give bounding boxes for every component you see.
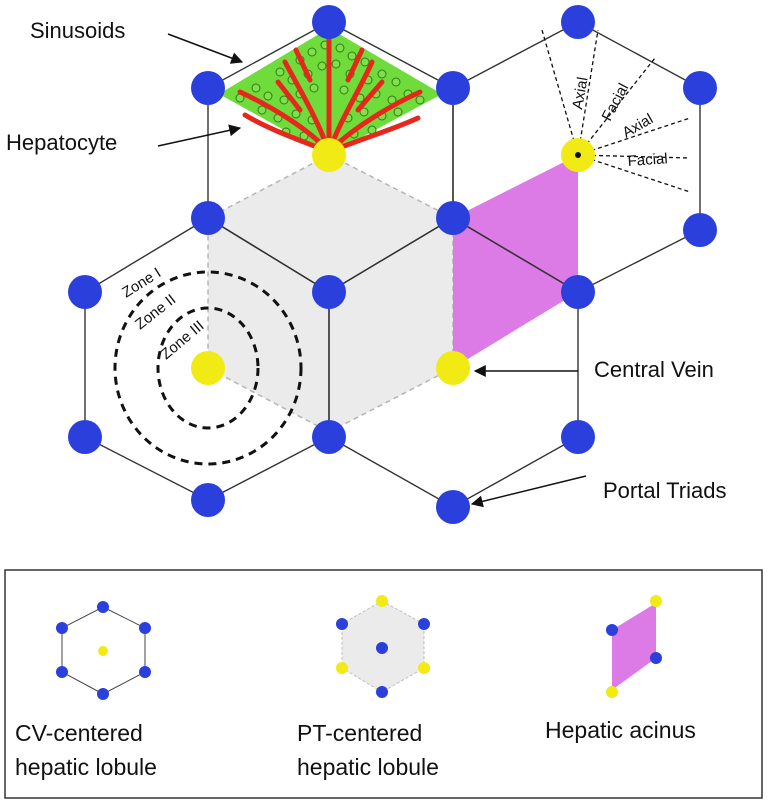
portal-triad <box>436 201 470 235</box>
legend-cv-centered-line1: CV-centered <box>15 720 143 746</box>
portal-triad <box>312 5 346 39</box>
portal-triad <box>312 420 346 454</box>
portal-triad <box>561 420 595 454</box>
portal-triad <box>561 275 595 309</box>
portal-triad <box>436 71 470 105</box>
portal-triad <box>191 201 225 235</box>
legend-cv-centered-line2: hepatic lobule <box>15 754 157 780</box>
legend-acinus-label: Hepatic acinus <box>545 717 696 743</box>
facial-label-1: Facial <box>599 81 633 124</box>
central-vein <box>436 351 470 385</box>
legend-pt-centered-line1: PT-centered <box>297 720 422 746</box>
sinusoid-hepatocyte-patch <box>219 27 442 155</box>
sinusoids-label: Sinusoids <box>30 18 125 43</box>
axial-label-1: Axial <box>569 76 591 111</box>
legend-cv-centered-icon <box>56 601 151 700</box>
legend-acinus-icon <box>606 595 662 698</box>
portal-triad <box>68 420 102 454</box>
portal-triad <box>191 483 225 517</box>
portal-triad <box>312 275 346 309</box>
central-vein-label: Central Vein <box>594 357 714 382</box>
portal-triad <box>191 71 225 105</box>
portal-triad <box>683 213 717 247</box>
zone-i-label: Zone I <box>119 264 164 301</box>
portal-triads <box>68 5 717 524</box>
hepatic-acinus-region <box>453 155 578 368</box>
portal-triad <box>683 71 717 105</box>
fan-center-dot <box>575 152 581 158</box>
callout-arrows <box>157 33 587 508</box>
portal-triad <box>68 275 102 309</box>
portal-triads-label: Portal Triads <box>603 478 727 503</box>
legend-pt-centered-line2: hepatic lobule <box>297 754 439 780</box>
portal-triad <box>436 490 470 524</box>
axial-facial-fan <box>541 29 691 193</box>
central-vein <box>312 138 346 172</box>
facial-label-2: Facial <box>627 150 668 170</box>
hepatocyte-label: Hepatocyte <box>6 130 117 155</box>
legend-pt-centered-icon <box>336 595 430 698</box>
central-vein <box>191 351 225 385</box>
portal-triad <box>561 5 595 39</box>
axial-label-2: Axial <box>620 110 657 141</box>
zone-rings <box>113 270 303 466</box>
